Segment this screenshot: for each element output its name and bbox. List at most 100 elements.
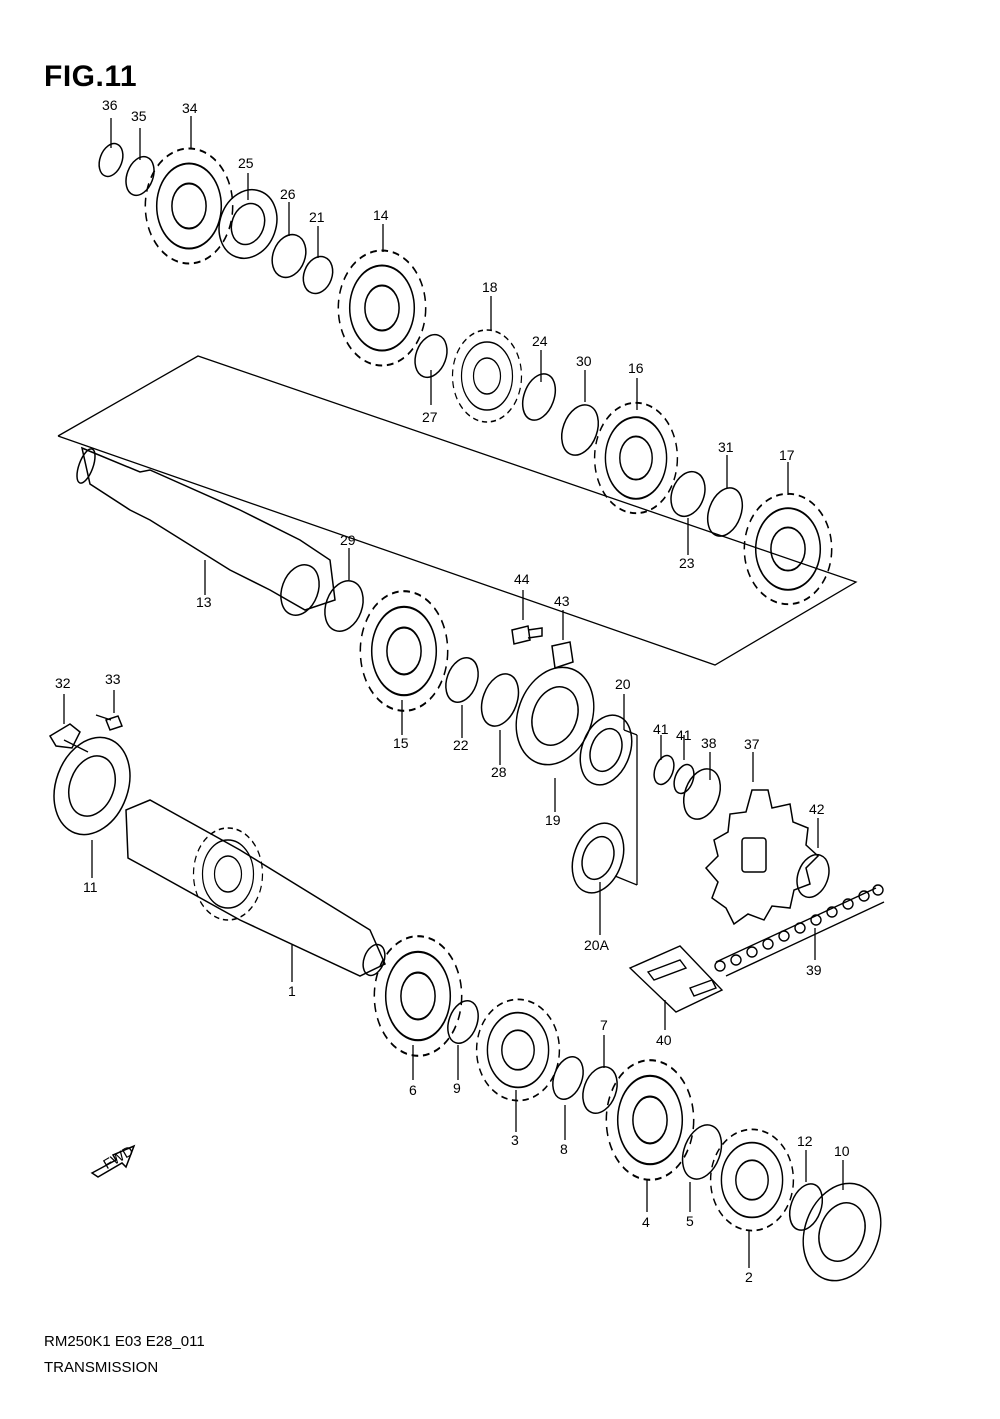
callout-24: 24 <box>532 333 548 349</box>
screw <box>511 625 543 645</box>
callout-37: 37 <box>744 736 760 752</box>
gear <box>593 401 679 515</box>
gear <box>144 147 234 265</box>
lower-shaft-parts <box>53 736 882 1282</box>
callout-19: 19 <box>545 812 561 828</box>
callout-5: 5 <box>686 1213 694 1229</box>
bushing <box>670 470 706 518</box>
gear <box>359 590 449 712</box>
callout-41b: 41 <box>676 727 692 743</box>
callout-14: 14 <box>373 207 389 223</box>
o-ring <box>653 754 675 786</box>
callout-27: 27 <box>422 409 438 425</box>
callout-32: 32 <box>55 675 71 691</box>
callout-20a: 20A <box>584 937 610 953</box>
callout-20: 20 <box>615 676 631 692</box>
callout-44: 44 <box>514 571 530 587</box>
gear <box>743 492 833 606</box>
callout-30: 30 <box>576 353 592 369</box>
countershaft <box>80 446 336 611</box>
gear <box>605 1059 695 1181</box>
bushing <box>302 255 334 295</box>
oil-seal <box>579 714 633 786</box>
callout-35: 35 <box>131 108 147 124</box>
callout-41a: 41 <box>653 721 669 737</box>
washer <box>582 1066 618 1114</box>
plate <box>48 723 81 749</box>
gear <box>373 935 463 1057</box>
callout-34: 34 <box>182 100 198 116</box>
washer <box>480 673 520 727</box>
callout-1: 1 <box>288 983 296 999</box>
bolt <box>105 715 123 731</box>
callout-21: 21 <box>309 209 325 225</box>
bearing <box>218 188 278 260</box>
assembly-frame <box>57 355 858 666</box>
callout-labels: 36 35 34 25 26 21 14 18 24 30 16 27 31 1… <box>55 97 850 1285</box>
callout-28: 28 <box>491 764 507 780</box>
upper-shaft-parts <box>48 142 833 926</box>
callout-42: 42 <box>809 801 825 817</box>
callout-31: 31 <box>718 439 734 455</box>
callout-43: 43 <box>554 593 570 609</box>
callout-23: 23 <box>679 555 695 571</box>
washer <box>414 333 448 379</box>
callout-39: 39 <box>806 962 822 978</box>
washer <box>788 1183 824 1231</box>
gear <box>475 998 561 1102</box>
callout-16: 16 <box>628 360 644 376</box>
callout-40: 40 <box>656 1032 672 1048</box>
gear <box>192 827 264 921</box>
callout-11: 11 <box>83 879 98 895</box>
washer <box>125 155 155 197</box>
callout-29: 29 <box>340 532 356 548</box>
bearing <box>53 736 131 836</box>
bearing <box>515 666 595 766</box>
circlip <box>796 853 830 899</box>
callout-13: 13 <box>196 594 212 610</box>
figure-title: FIG.11 <box>44 60 138 93</box>
mainshaft <box>125 799 386 977</box>
callout-6: 6 <box>409 1082 417 1098</box>
drive-chain <box>714 884 885 977</box>
callout-2: 2 <box>745 1269 753 1285</box>
chain-joint-link <box>628 945 724 1013</box>
washer <box>271 233 307 279</box>
washer <box>324 580 364 632</box>
engine-sprocket <box>704 789 820 926</box>
callout-3: 3 <box>511 1132 519 1148</box>
washer <box>706 487 744 537</box>
fwd-arrow-icon: FWD <box>90 1142 136 1178</box>
callout-12: 12 <box>797 1133 813 1149</box>
callout-18: 18 <box>482 279 498 295</box>
washer <box>560 404 600 456</box>
callout-15: 15 <box>393 735 409 751</box>
oil-seal <box>571 822 625 894</box>
bearing <box>802 1182 882 1282</box>
lock-washer <box>551 641 574 669</box>
callout-7: 7 <box>600 1017 608 1033</box>
circlip <box>98 142 124 178</box>
callout-8: 8 <box>560 1141 568 1157</box>
bushing <box>681 1124 723 1180</box>
callout-36: 36 <box>102 97 118 113</box>
callout-9: 9 <box>453 1080 461 1096</box>
diagram-code: RM250K1 E03 E28_011 <box>44 1333 205 1350</box>
callout-17: 17 <box>779 447 795 463</box>
gear <box>709 1128 795 1232</box>
callout-25: 25 <box>238 155 254 171</box>
circlip <box>552 1056 584 1100</box>
callout-4: 4 <box>642 1214 650 1230</box>
callout-10: 10 <box>834 1143 850 1159</box>
callout-33: 33 <box>105 671 121 687</box>
gear <box>451 329 523 423</box>
gear <box>337 249 427 367</box>
circlip <box>447 1000 479 1044</box>
callout-38: 38 <box>701 735 717 751</box>
bushing <box>445 657 479 703</box>
diagram-name: TRANSMISSION <box>44 1359 159 1376</box>
o-ring <box>673 763 695 795</box>
circlip <box>521 373 557 421</box>
callout-26: 26 <box>280 186 296 202</box>
